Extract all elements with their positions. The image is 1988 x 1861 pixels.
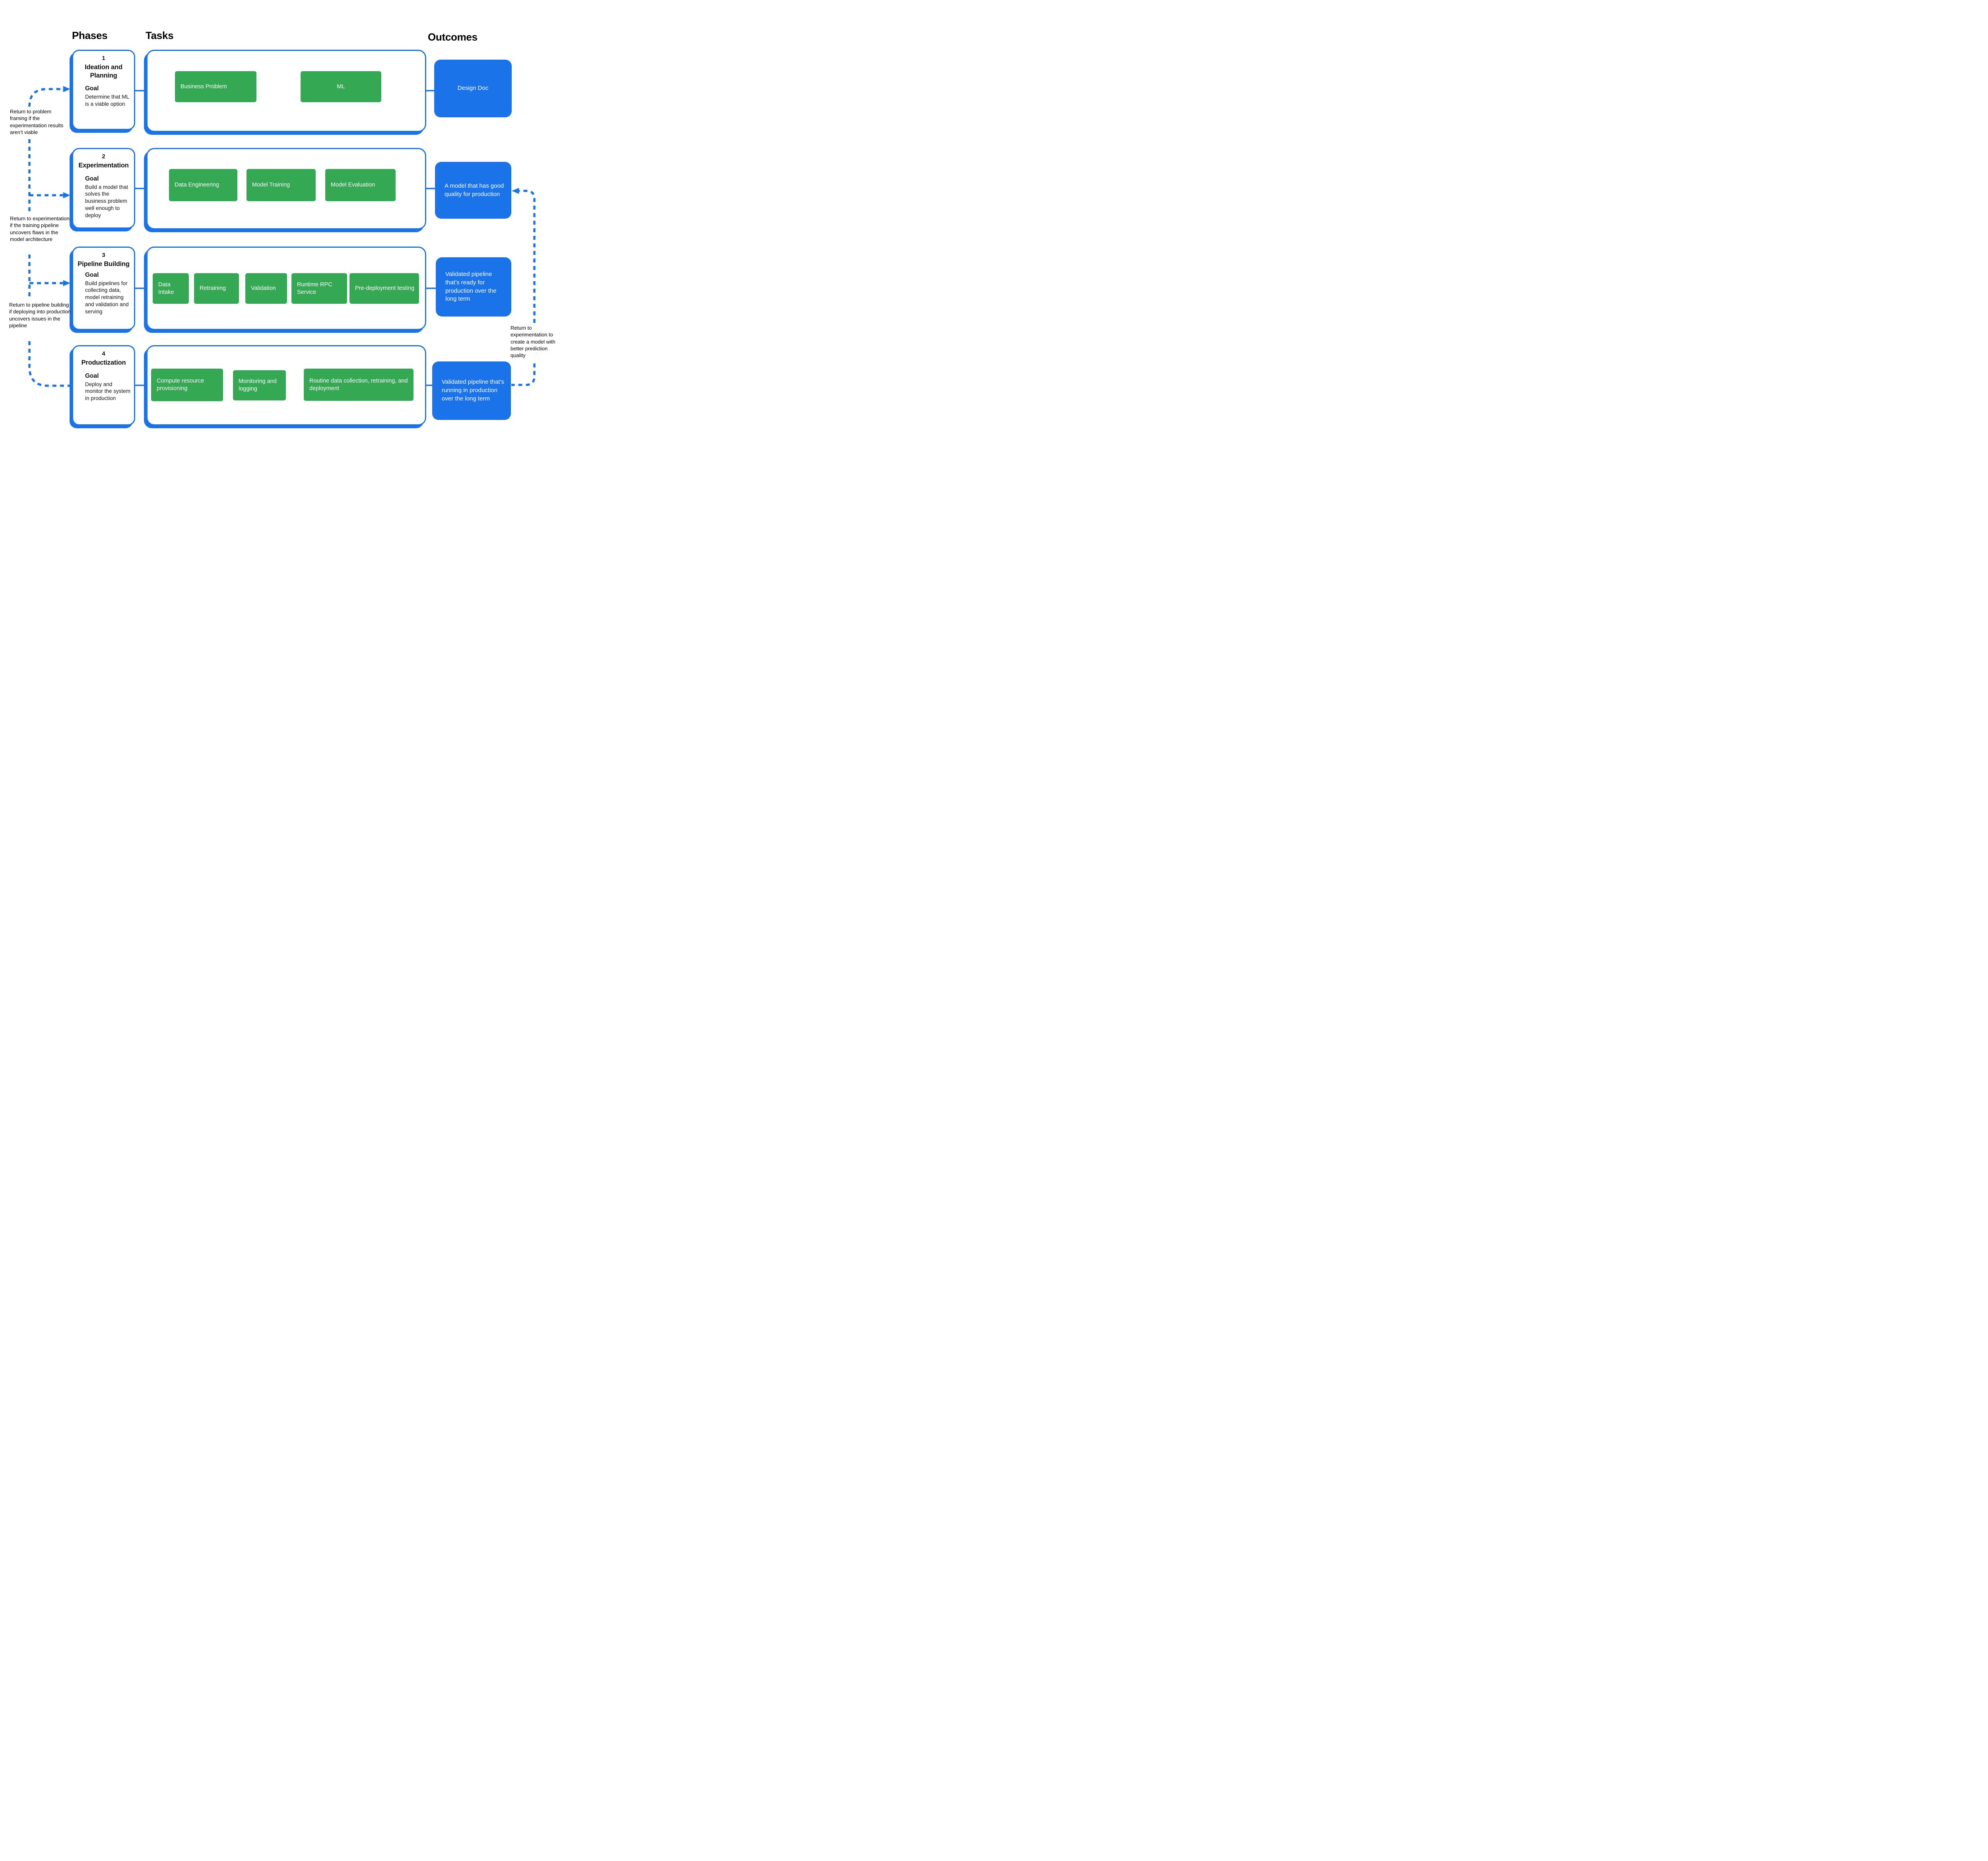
annotation-return-to-pipeline-building: Return to pipeline building if deploying… — [9, 302, 71, 328]
task-retraining: Retraining — [194, 273, 239, 304]
phase-card-experimentation: 2 Experimentation Goal Build a model tha… — [72, 148, 135, 229]
goal-block: Goal Build pipelines for collecting data… — [85, 272, 131, 315]
outcome-model-quality: A model that has good quality for produc… — [435, 162, 511, 219]
task-data-engineering: Data Engineering — [169, 169, 237, 201]
task-data-intake: Data Intake — [153, 273, 189, 304]
return-path-right — [511, 188, 536, 386]
goal-text: Build a model that solves the business p… — [85, 184, 128, 218]
task-pre-deployment-testing: Pre-deployment testing — [349, 273, 419, 304]
goal-block: Goal Deploy and monitor the system in pr… — [85, 373, 131, 402]
goal-block: Goal Determine that ML is a viable optio… — [85, 85, 131, 108]
goal-label: Goal — [85, 175, 99, 182]
ml-workflow-diagram: Phases Tasks Outcomes 1 Ideation and Pla… — [0, 0, 564, 465]
goal-label: Goal — [85, 85, 99, 92]
goal-label: Goal — [85, 372, 99, 379]
task-business-problem: Business Problem — [175, 71, 256, 102]
annotation-return-to-experimentation: Return to experimentation if the trainin… — [10, 216, 70, 242]
task-routine-data-collection: Routine data collection, retraining, and… — [304, 369, 414, 401]
annotation-return-to-experimentation-quality: Return to experimentation to create a mo… — [511, 325, 555, 359]
phase-number: 4 — [102, 350, 105, 357]
task-validation: Validation — [245, 273, 287, 304]
annotation-return-to-problem-framing: Return to problem framing if the experim… — [10, 109, 64, 135]
task-ml: ML — [301, 71, 381, 102]
task-runtime-rpc-service: Runtime RPC Service — [291, 273, 347, 304]
phase-title: Productization — [81, 359, 126, 366]
phase-title: Ideation and Planning — [85, 64, 122, 79]
row-connectors — [134, 90, 436, 386]
goal-block: Goal Build a model that solves the busin… — [85, 175, 131, 219]
task-model-evaluation: Model Evaluation — [325, 169, 396, 201]
outcome-design-doc: Design Doc — [434, 60, 512, 117]
phase-title: Pipeline Building — [78, 260, 130, 268]
task-model-training: Model Training — [247, 169, 316, 201]
goal-text: Determine that ML is a viable option — [85, 94, 129, 107]
goal-text: Build pipelines for collecting data, mod… — [85, 280, 129, 315]
phase-number: 1 — [102, 55, 105, 62]
phase-number: 2 — [102, 153, 105, 160]
phase-card-productization: 4 Productization Goal Deploy and monitor… — [72, 345, 135, 425]
phase-number: 3 — [102, 252, 105, 258]
outcome-validated-pipeline-ready: Validated pipeline that’s ready for prod… — [436, 257, 511, 317]
outcomes-column-header: Outcomes — [428, 31, 478, 43]
phases-column-header: Phases — [72, 29, 108, 41]
goal-label: Goal — [85, 271, 99, 278]
goal-text: Deploy and monitor the system in product… — [85, 381, 131, 402]
task-compute-resource-provisioning: Compute resource provisioning — [151, 369, 223, 401]
phase-card-ideation: 1 Ideation and Planning Goal Determine t… — [72, 50, 135, 130]
tasks-column-header: Tasks — [146, 29, 174, 41]
outcome-validated-pipeline-running: Validated pipeline that’s running in pro… — [432, 361, 511, 420]
task-monitoring-and-logging: Monitoring and logging — [233, 370, 286, 400]
phase-card-pipeline-building: 3 Pipeline Building Goal Build pipelines… — [72, 247, 135, 330]
return-path-left — [28, 86, 72, 387]
phase-title: Experimentation — [78, 162, 129, 169]
